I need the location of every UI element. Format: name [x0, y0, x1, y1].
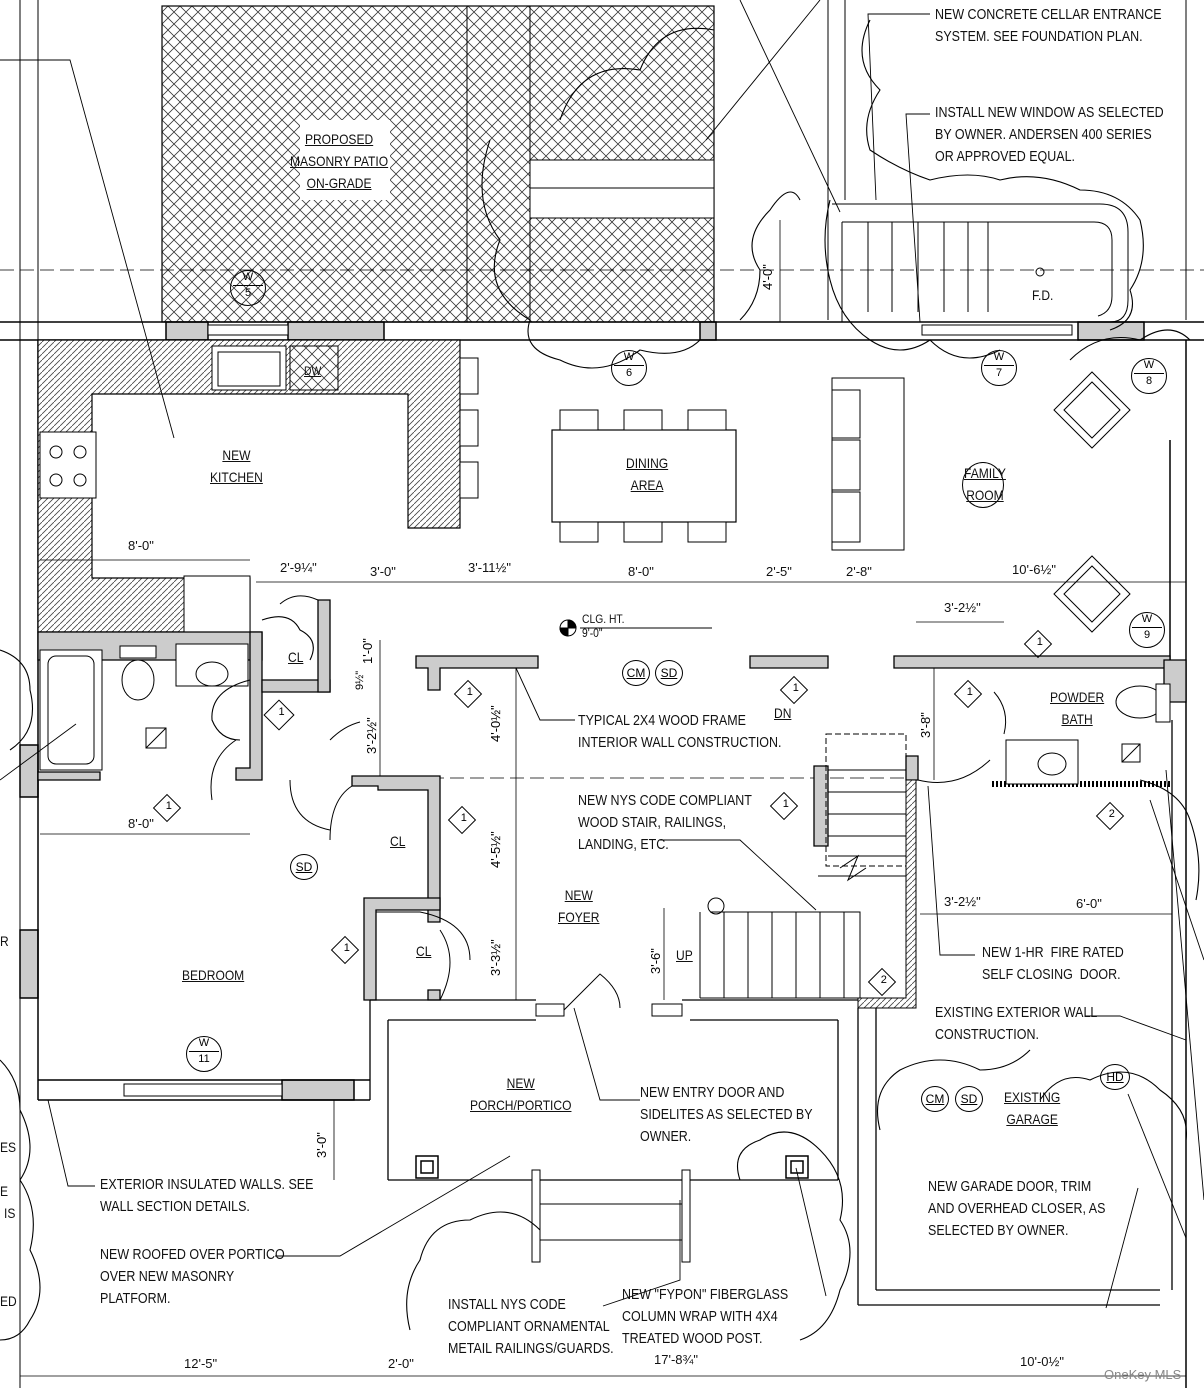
- dimension: 6'-0": [1076, 896, 1102, 911]
- dimension: 4'-5½": [488, 831, 503, 868]
- watermark: OneKey MLS: [1104, 1367, 1182, 1382]
- dimension: 3'-3½": [488, 939, 503, 976]
- hd-symbol: HD: [1100, 1064, 1130, 1090]
- sofa: [831, 377, 905, 551]
- note-fypon: NEW "FYPON" FIBERGLASS COLUMN WRAP WITH …: [622, 1287, 789, 1347]
- stair-up-label: UP: [676, 947, 693, 963]
- powder-bath-label: POWDER BATH: [1050, 689, 1105, 727]
- stair-down-label: DN: [774, 705, 792, 721]
- dishwasher-label: DW: [304, 364, 322, 378]
- note-window: INSTALL NEW WINDOW AS SELECTED BY OWNER.…: [935, 105, 1164, 165]
- dimension: 3'-2½": [944, 894, 981, 909]
- bedroom-label: BEDROOM: [182, 967, 245, 983]
- kitchen-label: NEW KITCHEN: [210, 447, 263, 485]
- note-existing-wall: EXISTING EXTERIOR WALL CONSTRUCTION.: [935, 1005, 1098, 1043]
- note-entry-door: NEW ENTRY DOOR AND SIDELITES AS SELECTED…: [640, 1085, 813, 1145]
- dimension: 17'-8¾": [654, 1352, 698, 1367]
- dimension: 10'-6½": [1012, 562, 1056, 577]
- margin-fragment: R: [0, 933, 9, 949]
- family-room-label: FAMILY ROOM: [964, 465, 1006, 503]
- floor-drain-label: F.D.: [1032, 287, 1054, 303]
- stairs: [699, 733, 907, 999]
- sd-symbol: SD: [290, 854, 318, 880]
- closet-label: CL: [416, 943, 432, 959]
- garage-label: EXISTING GARAGE: [1004, 1089, 1061, 1127]
- dimension: 4'-0": [760, 264, 775, 290]
- dimension: 4'-0½": [488, 705, 503, 742]
- dining-label: DINING AREA: [626, 455, 669, 493]
- dimension: 2'-9¼": [280, 560, 317, 575]
- dimension: 12'-5": [184, 1356, 218, 1371]
- dimension: 3'-8": [918, 712, 933, 738]
- margin-fragment: E: [0, 1183, 9, 1199]
- dining-table: [551, 429, 737, 523]
- margin-fragment: ED: [0, 1293, 17, 1309]
- note-railings: INSTALL NYS CODE COMPLIANT ORNAMENTAL ME…: [448, 1297, 614, 1357]
- dimension: 9½": [354, 670, 366, 690]
- note-garage-door: NEW GARADE DOOR, TRIM AND OVERHEAD CLOSE…: [928, 1179, 1106, 1239]
- margin-fragment: ES: [0, 1139, 17, 1155]
- sd-symbol: SD: [655, 660, 683, 686]
- dimension: 2'-0": [388, 1356, 414, 1371]
- closet-label: CL: [390, 833, 406, 849]
- porch-label: NEW PORCH/PORTICO: [470, 1075, 572, 1113]
- cellar-entrance: [832, 203, 1129, 323]
- note-wall: TYPICAL 2X4 WOOD FRAME INTERIOR WALL CON…: [578, 713, 782, 751]
- margin-fragment: IS: [4, 1205, 16, 1221]
- note-exterior-walls: EXTERIOR INSULATED WALLS. SEE WALL SECTI…: [100, 1177, 314, 1215]
- note-stair: NEW NYS CODE COMPLIANT WOOD STAIR, RAILI…: [578, 793, 752, 853]
- dimension: 10'-0½": [1020, 1354, 1064, 1369]
- note-fire-door: NEW 1-HR FIRE RATED SELF CLOSING DOOR.: [982, 945, 1124, 983]
- dimension: 8'-0": [128, 816, 154, 831]
- family-room-circle: [962, 462, 1004, 508]
- dimension-lines: [20, 220, 1186, 1377]
- border-lines: [19, 0, 1187, 1388]
- leader-lines: [0, 0, 1204, 1309]
- dimension: 3'-11½": [468, 560, 511, 575]
- dimension: 1'-0": [360, 638, 375, 664]
- closet-label: CL: [288, 649, 304, 665]
- cm-symbol: CM: [921, 1086, 949, 1112]
- dimension: 3'-2½": [944, 600, 981, 615]
- dimension: 2'-8": [846, 564, 872, 579]
- dimension: 3'-0": [370, 564, 396, 579]
- dimension: 3'-0": [314, 1132, 329, 1158]
- dimension: 3'-2½": [364, 717, 379, 754]
- dimension: 8'-0": [628, 564, 654, 579]
- ceiling-height-label: CLG. HT. 9'-0": [582, 612, 625, 640]
- sd-symbol: SD: [955, 1086, 983, 1112]
- dimension: 2'-5": [766, 564, 792, 579]
- cm-symbol: CM: [622, 660, 650, 686]
- note-portico: NEW ROOFED OVER PORTICO OVER NEW MASONRY…: [100, 1247, 285, 1307]
- foyer-label: NEW FOYER: [558, 887, 600, 925]
- patio-label: PROPOSED MASONRY PATIO ON-GRADE: [290, 131, 389, 191]
- note-cellar: NEW CONCRETE CELLAR ENTRANCE SYSTEM. SEE…: [935, 7, 1162, 45]
- dimension: 3'-6": [648, 948, 663, 974]
- dimension: 8'-0": [128, 538, 154, 553]
